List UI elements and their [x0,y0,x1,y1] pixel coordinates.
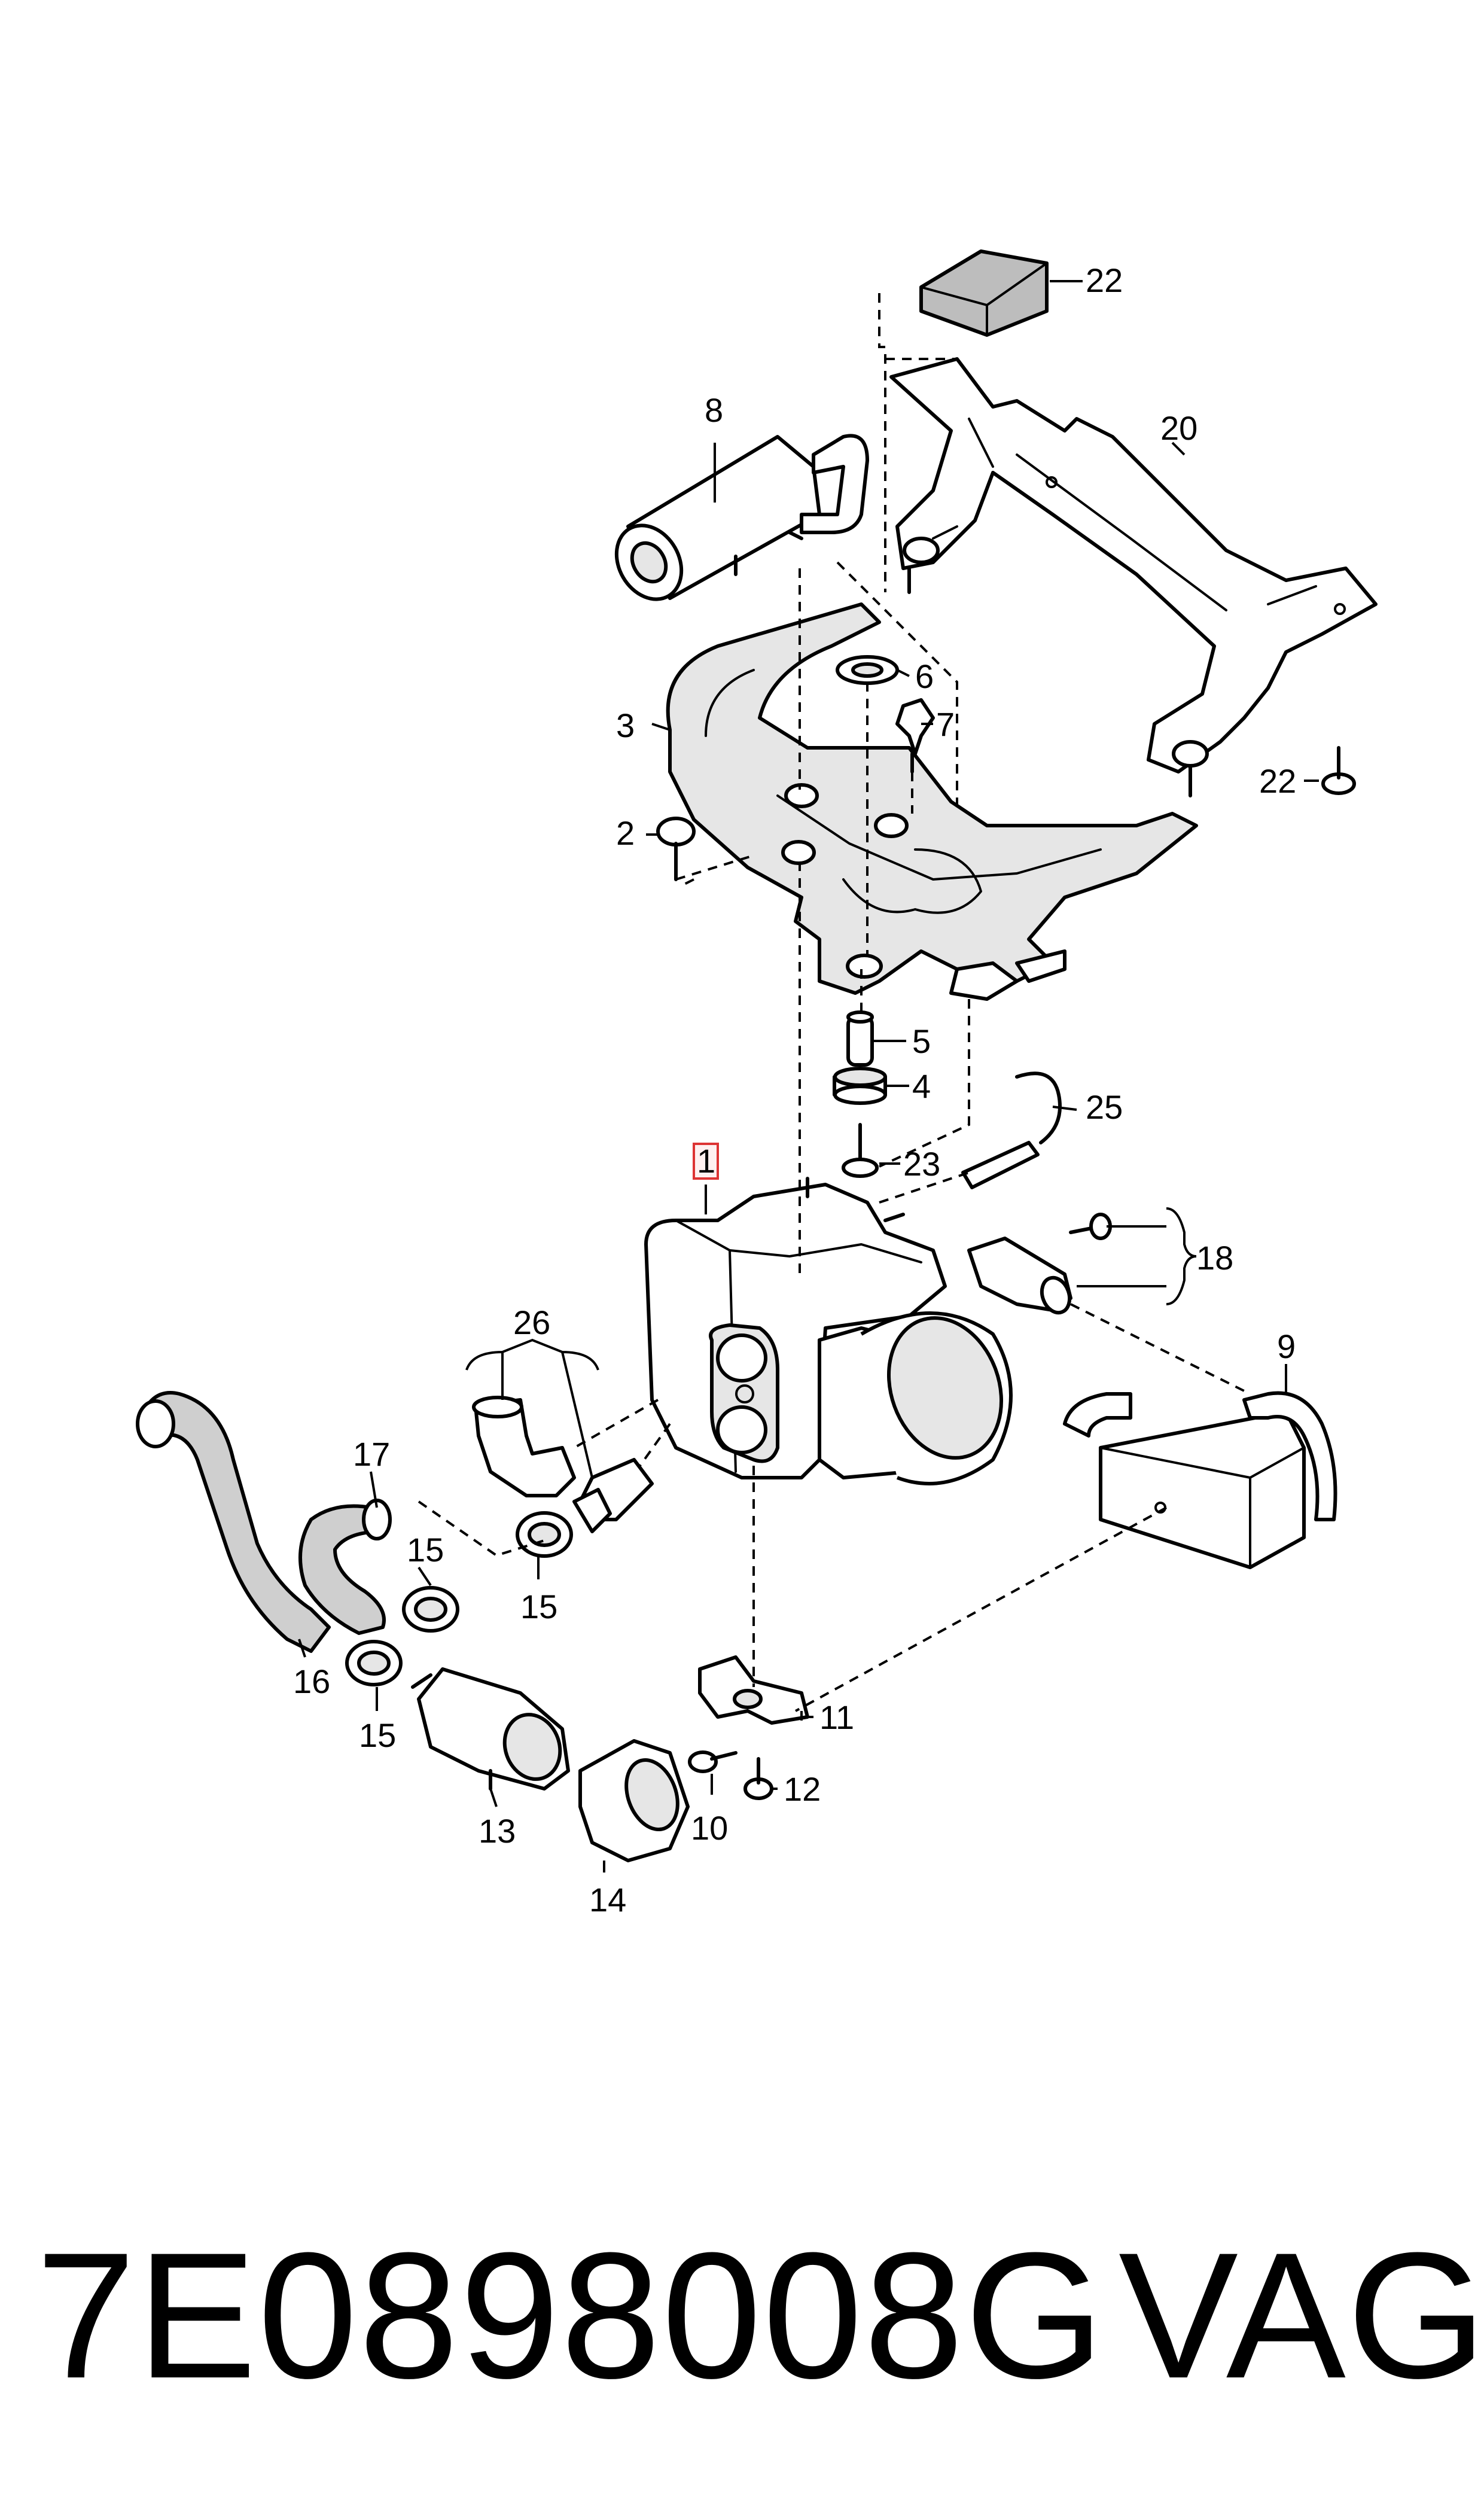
part-15-clamp-b [402,1586,459,1633]
part-2-screw [656,817,696,881]
part-15-clamp-a [516,1511,573,1558]
part-16-hose [136,1391,331,1653]
callout-18: 18 [1196,1239,1233,1277]
callout-9: 9 [1277,1327,1296,1365]
part-6-grommet [836,655,899,685]
part-7-clip [895,698,935,774]
part-17-hose [298,1499,392,1635]
callout-15-c: 15 [359,1716,396,1754]
brand-label: VAG [1119,2215,1484,2416]
part-number: 7E0898008G [36,2215,1106,2416]
callout-7: 7 [936,705,955,743]
callout-23: 23 [903,1145,940,1183]
part-5-spacer [846,1010,874,1067]
part-4-bushing [833,1067,887,1105]
part-14-sleeve [578,1739,690,1862]
callout-3: 3 [616,707,635,744]
part-13-pump [411,1667,570,1791]
callout-26: 26 [513,1304,550,1341]
callout-8: 8 [705,391,723,429]
callout-20: 20 [1160,409,1197,447]
footer: 7E0898008G VAG [0,2225,1484,2405]
callout-4: 4 [912,1067,931,1105]
part-23-bolt [842,1123,879,1178]
part-15-clamp-c [345,1640,403,1686]
callout-labels: 22 20 8 3 2 6 7 5 4 23 25 22 1 18 9 26 1… [293,261,1296,1919]
callout-5: 5 [912,1022,931,1060]
leader-lines [298,280,1319,1872]
callout-15-a: 15 [407,1531,444,1569]
callout-16: 16 [293,1663,330,1700]
callout-15-b: 15 [520,1588,557,1625]
callout-1-highlight [693,1143,719,1180]
callout-21: 22 [1086,261,1123,299]
callout-6: 6 [915,657,934,695]
part-11-bracket [698,1655,809,1725]
part-9-silencer [1063,1391,1337,1569]
part-22-bolt [1321,746,1356,795]
callout-1: 1 [697,1142,715,1180]
assembly-lines [418,293,1251,1723]
part-1-auxiliary-heater [644,1177,1013,1485]
callout-13: 13 [479,1812,516,1850]
callout-22: 22 [1259,762,1296,800]
part-8-muffler [614,434,869,601]
callout-17: 17 [353,1435,390,1473]
callout-25: 25 [1086,1088,1123,1126]
part-21-pad [919,249,1049,337]
part-10-screw [688,1750,738,1773]
callout-11: 11 [819,1698,854,1736]
part-20-frame-bracket [889,357,1378,797]
callout-12: 12 [784,1770,821,1808]
callout-2: 2 [616,814,635,852]
part-25-cable [961,1071,1062,1189]
part-18-sensor [967,1213,1112,1315]
callout-10: 10 [691,1809,728,1847]
callout-14: 14 [589,1881,626,1919]
part-12-screw [743,1757,773,1800]
part-26-elbow-connector [472,1396,654,1533]
